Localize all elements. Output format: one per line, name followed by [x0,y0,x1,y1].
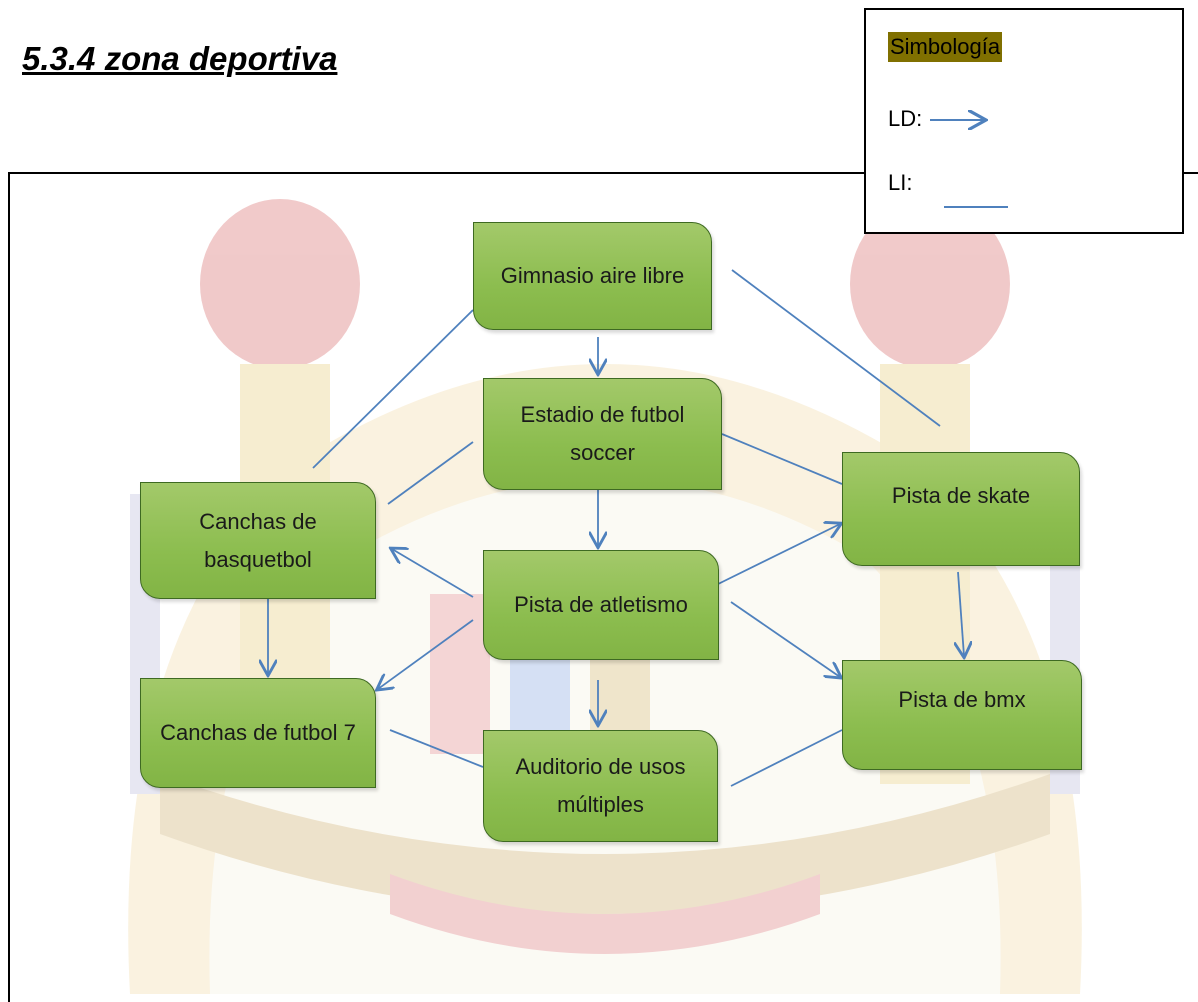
node-label: Auditorio de usos múltiples [515,754,686,817]
arrow-atletismo-bmx [730,601,840,677]
node-label: Pista de skate [891,483,1031,508]
legend-box: Simbología LD: LI: [864,8,1184,234]
arrow-atletismo-skate [709,524,840,589]
node-pista-skate: Pista de skate [842,452,1080,566]
arrow-atletismo-basquetbol [392,549,474,598]
node-pista-bmx: Pista de bmx [842,660,1082,770]
link-gimnasio-skate [731,269,941,427]
link-estadio-skate [721,433,843,485]
legend-ld-label: LD: [888,106,923,131]
node-label: Estadio de futbol soccer [520,402,685,465]
arrow-skate-bmx [958,571,964,656]
node-label: Canchas de futbol 7 [160,720,356,745]
section-heading: 5.3.4 zona deportiva [22,40,338,77]
node-estadio-futbol-soccer: Estadio de futbol soccer [483,378,722,490]
link-gimnasio-basquetbol [312,309,474,469]
link-futbol7-auditorio [389,729,484,768]
node-canchas-futbol-7: Canchas de futbol 7 [140,678,376,788]
node-label: Gimnasio aire libre [500,263,685,288]
link-auditorio-bmx [730,729,843,787]
node-label: Canchas de basquetbol [199,508,317,572]
link-estadio-basquetbol [387,441,474,505]
node-canchas-basquetbol: Canchas de basquetbol [140,482,376,599]
node-label: Pista de bmx [898,687,1026,712]
legend-title: Simbología [888,32,1003,62]
node-auditorio-usos-multiples: Auditorio de usos múltiples [483,730,718,842]
arrow-atletismo-futbol7 [378,619,474,689]
node-label: Pista de atletismo [514,592,688,617]
legend-li-label: LI: [888,170,913,195]
legend-symbols [930,10,1008,208]
node-gimnasio-aire-libre: Gimnasio aire libre [473,222,712,330]
node-pista-atletismo: Pista de atletismo [483,550,719,660]
